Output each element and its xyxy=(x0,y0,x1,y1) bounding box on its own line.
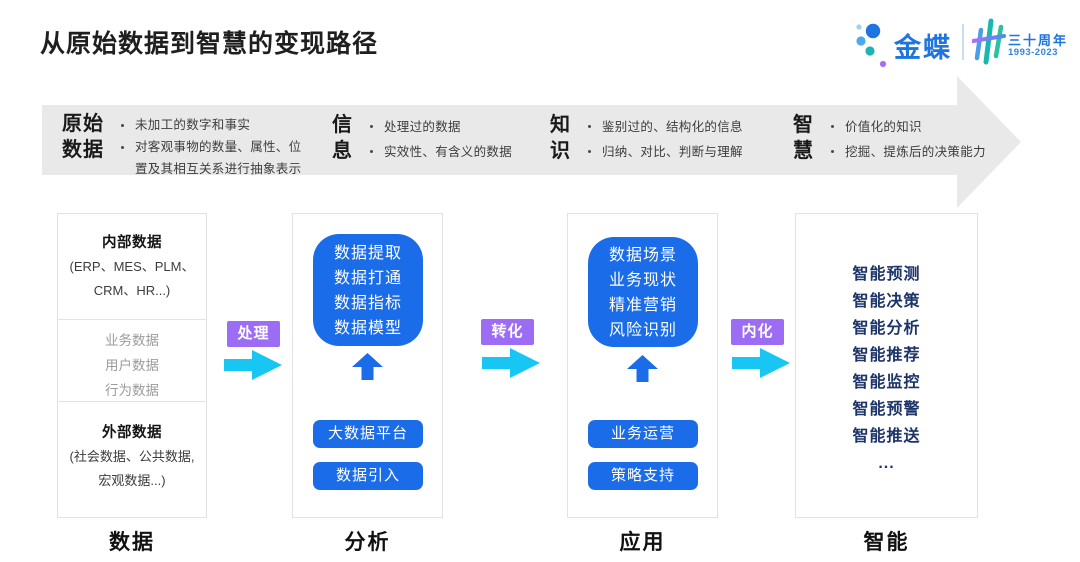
column-label-application: 应用 xyxy=(619,531,666,554)
stage-bullets: 价值化的知识 挖掘、提炼后的决策能力 xyxy=(829,112,986,165)
list-item: 智能分析 xyxy=(852,320,921,337)
intelligence-box: 智能预测 智能决策 智能分析 智能推荐 智能监控 智能预警 智能推送 ... xyxy=(795,213,978,518)
banner-arrow-body xyxy=(42,105,957,175)
stage-term: 智 慧 xyxy=(793,114,814,162)
internal-data-section: 内部数据 (ERP、MES、PLM、 CRM、HR...) xyxy=(58,214,206,320)
list-item-ellipsis: ... xyxy=(878,455,895,472)
banner-arrow-head xyxy=(957,76,1021,208)
stage-term: 信 息 xyxy=(332,114,353,162)
column-label-intelligence: 智能 xyxy=(863,531,910,554)
column-label-data: 数据 xyxy=(109,531,155,554)
anniversary-text: 三十周年 xyxy=(1008,33,1069,48)
page-title: 从原始数据到智慧的变现路径 xyxy=(40,30,379,58)
middle-data-section: 业务数据 用户数据 行为数据 xyxy=(58,320,206,402)
strategy-support-button: 策略支持 xyxy=(588,462,698,490)
stage-term: 原始 数据 xyxy=(62,113,104,161)
kingdee-logo: 金蝶 三十周年 1993-2023 xyxy=(850,14,1070,72)
thirty-emblem-icon xyxy=(972,18,1006,65)
up-arrow-icon xyxy=(627,355,658,382)
external-data-heading: 外部数据 xyxy=(102,425,162,441)
data-import-button: 数据引入 xyxy=(313,462,423,490)
column-label-analysis: 分析 xyxy=(344,531,391,554)
list-item: 智能监控 xyxy=(852,374,921,391)
banner-stage-raw-data: 原始 数据 未加工的数字和事实 对客观事物的数量、属性、位 置及其相互关系进行抽… xyxy=(62,111,301,180)
data-sources-box: 内部数据 (ERP、MES、PLM、 CRM、HR...) 业务数据 用户数据 … xyxy=(57,213,207,518)
application-panel: 数据场景 业务现状 精准营销 风险识别 xyxy=(588,237,698,347)
logo-dots-icon xyxy=(856,23,887,68)
list-item: 智能推荐 xyxy=(852,347,921,364)
stage-term: 知 识 xyxy=(550,114,571,162)
business-operation-button: 业务运营 xyxy=(588,420,698,448)
list-item: 智能决策 xyxy=(852,293,921,310)
connector-label-process: 处理 xyxy=(227,321,280,347)
list-item: 智能预测 xyxy=(852,266,921,283)
flow-arrow-icon xyxy=(732,348,790,378)
analysis-box: 数据提取 数据打通 数据指标 数据模型 大数据平台 数据引入 xyxy=(292,213,443,518)
list-item: 智能预警 xyxy=(852,401,921,418)
list-item: 智能推送 xyxy=(852,428,921,445)
analysis-panel: 数据提取 数据打通 数据指标 数据模型 xyxy=(313,234,423,346)
anniversary-years: 1993-2023 xyxy=(1008,47,1058,58)
intelligence-list: 智能预测 智能决策 智能分析 智能推荐 智能监控 智能预警 智能推送 ... xyxy=(796,214,977,477)
internal-data-heading: 内部数据 xyxy=(102,235,162,251)
application-box: 数据场景 业务现状 精准营销 风险识别 业务运营 策略支持 xyxy=(567,213,718,518)
external-data-section: 外部数据 (社会数据、公共数据, 宏观数据...) xyxy=(58,402,206,493)
logo-divider xyxy=(962,24,964,60)
stage-bullets: 处理过的数据 实效性、有含义的数据 xyxy=(368,112,512,165)
stage-bullets: 未加工的数字和事实 对客观事物的数量、属性、位 置及其相互关系进行抽象表示 xyxy=(119,111,301,180)
stage-bullets: 鉴别过的、结构化的信息 归纳、对比、判断与理解 xyxy=(586,112,743,165)
brand-name: 金蝶 xyxy=(894,33,952,63)
banner-stage-information: 信 息 处理过的数据 实效性、有含义的数据 xyxy=(332,112,512,165)
up-arrow-icon xyxy=(352,353,383,380)
banner-stage-wisdom: 智 慧 价值化的知识 挖掘、提炼后的决策能力 xyxy=(793,112,986,165)
flow-arrow-icon xyxy=(224,350,282,380)
big-data-platform-button: 大数据平台 xyxy=(313,420,423,448)
flow-arrow-icon xyxy=(482,348,540,378)
connector-label-internalize: 内化 xyxy=(731,319,784,345)
banner-stage-knowledge: 知 识 鉴别过的、结构化的信息 归纳、对比、判断与理解 xyxy=(550,112,743,165)
connector-label-transform: 转化 xyxy=(481,319,534,345)
